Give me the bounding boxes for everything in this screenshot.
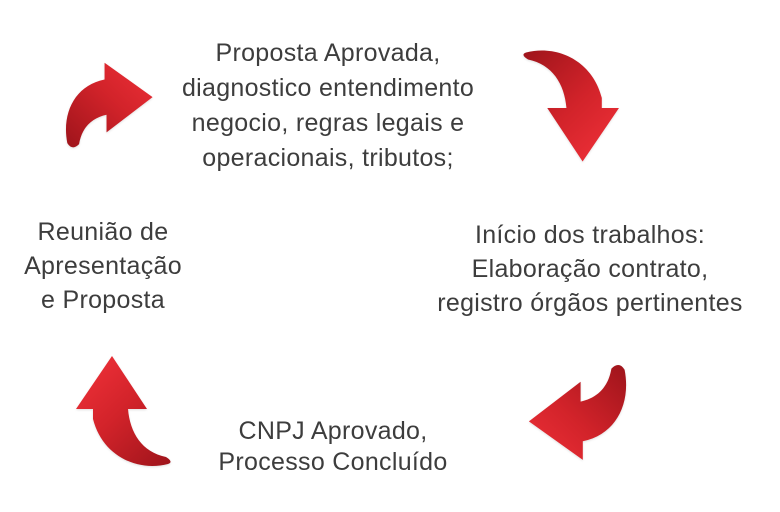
step-right-line-3: registro órgãos pertinentes — [437, 289, 743, 317]
step-left-text: Reunião de Apresentação e Proposta — [3, 215, 203, 317]
step-left-line-2: Apresentação — [24, 252, 182, 280]
step-bottom-text: CNPJ Aprovado, Processo Concluído — [178, 416, 488, 478]
step-top-line-1: Proposta Aprovada, — [215, 39, 441, 67]
step-left-line-1: Reunião de — [37, 218, 169, 246]
step-bottom-line-2: Processo Concluído — [218, 448, 448, 476]
step-bottom-line-1: CNPJ Aprovado, — [238, 417, 428, 445]
step-right-text: Início dos trabalhos: Elaboração contrat… — [410, 218, 770, 320]
step-left-line-3: e Proposta — [41, 286, 165, 314]
cycle-arrow-up-icon — [76, 356, 171, 466]
step-top-line-4: operacionais, tributos; — [202, 144, 454, 172]
cycle-arrow-right-icon — [65, 62, 153, 148]
step-top-text: Proposta Aprovada, diagnostico entendime… — [163, 36, 493, 176]
step-right-line-1: Início dos trabalhos: — [474, 221, 706, 249]
cycle-arrow-left-icon — [528, 365, 627, 460]
step-top-line-3: negocio, regras legais e — [191, 109, 465, 137]
cycle-arrow-down-icon — [523, 50, 619, 162]
step-right-line-2: Elaboração contrato, — [471, 255, 709, 283]
step-top-line-2: diagnostico entendimento — [181, 74, 475, 102]
